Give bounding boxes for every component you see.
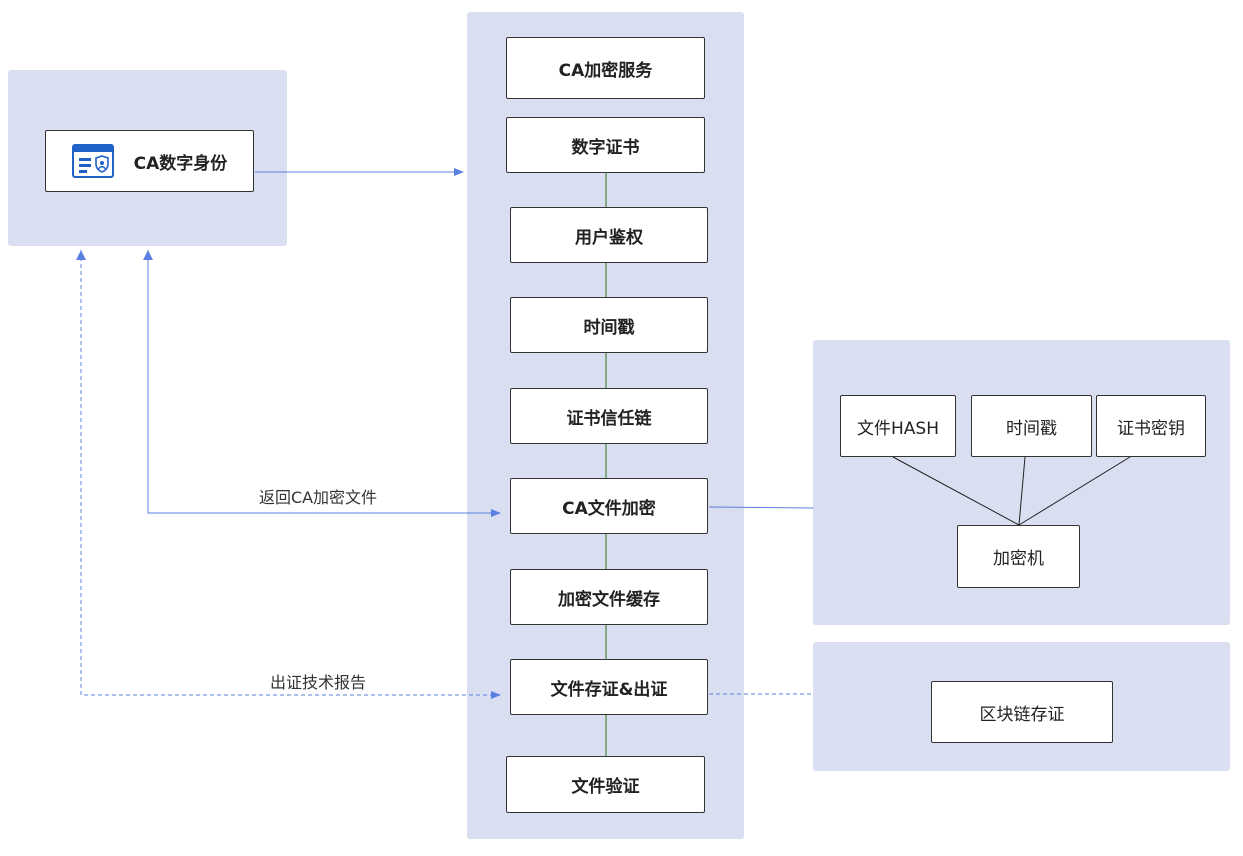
pipeline-file-storage-issuance[interactable]: 文件存证&出证 <box>510 659 708 715</box>
pipeline-ca-encryption-service[interactable]: CA加密服务 <box>506 37 705 99</box>
id-card-icon <box>71 144 114 178</box>
ca-identity-box[interactable]: CA数字身份 <box>45 130 254 192</box>
encryption-machine[interactable]: 加密机 <box>957 525 1080 588</box>
pipeline-user-authentication[interactable]: 用户鉴权 <box>510 207 708 263</box>
pipeline-encrypted-file-cache[interactable]: 加密文件缓存 <box>510 569 708 625</box>
blockchain-storage[interactable]: 区块链存证 <box>931 681 1113 743</box>
return-encrypted-arrow <box>147 250 501 517</box>
ca-identity-label: CA数字身份 <box>133 153 228 174</box>
encryption-connectors <box>892 456 1131 526</box>
pipeline-digital-certificate[interactable]: 数字证书 <box>506 117 705 173</box>
pipeline-timestamp[interactable]: 时间戳 <box>510 297 708 353</box>
input-timestamp[interactable]: 时间戳 <box>971 395 1092 457</box>
pipeline-ca-file-encryption[interactable]: CA文件加密 <box>510 478 708 534</box>
encryption-link <box>708 506 814 509</box>
pipeline-certificate-trust-chain[interactable]: 证书信任链 <box>510 388 708 444</box>
pipeline-file-verification[interactable]: 文件验证 <box>506 756 705 813</box>
issue-report-arrow <box>80 250 501 699</box>
input-file-hash[interactable]: 文件HASH <box>840 395 956 457</box>
edge-label-return-encrypted: 返回CA加密文件 <box>258 488 378 507</box>
input-certificate-key[interactable]: 证书密钥 <box>1096 395 1206 457</box>
edge-label-issue-report: 出证技术报告 <box>269 673 367 692</box>
